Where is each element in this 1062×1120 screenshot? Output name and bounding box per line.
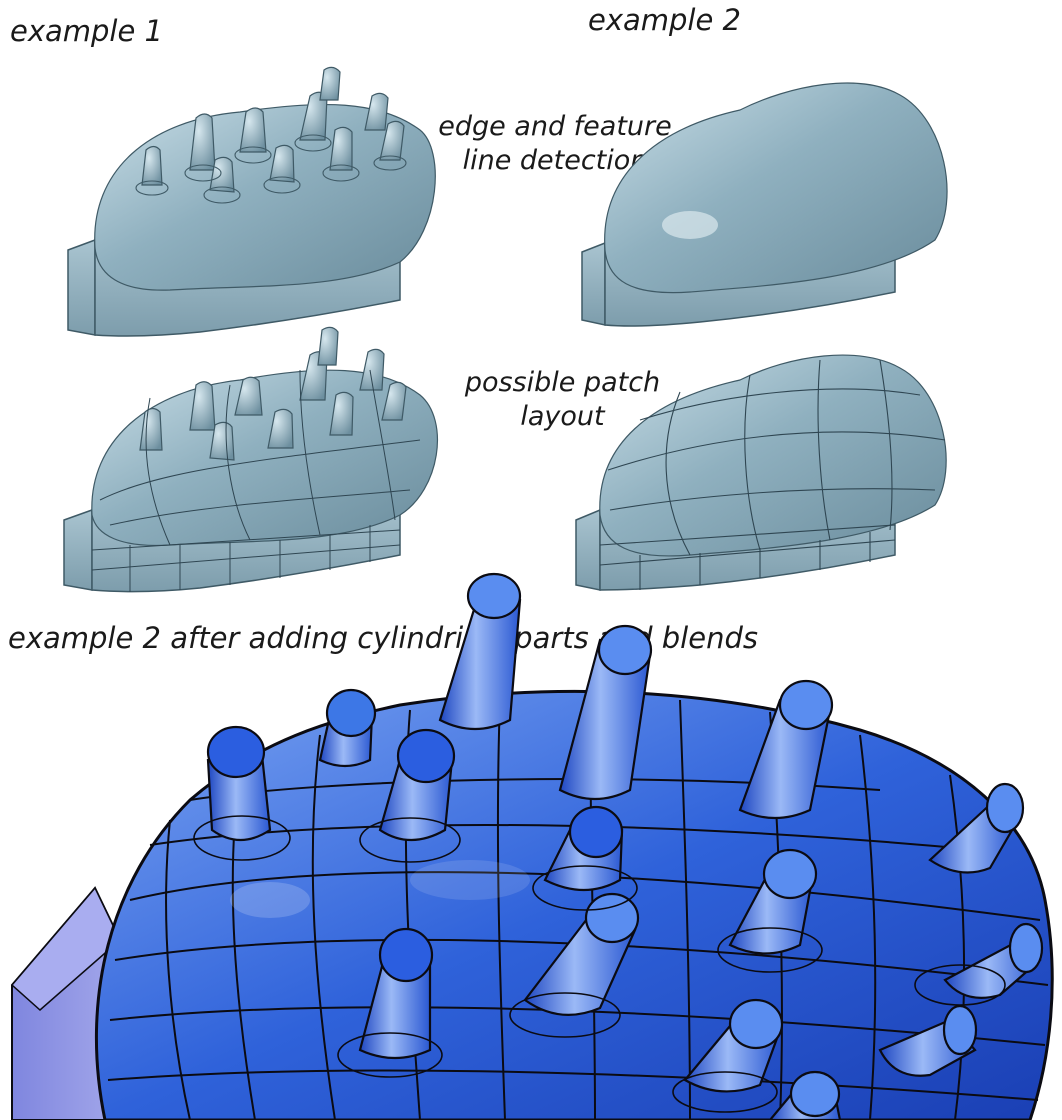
- example-2-patch-model: [575, 354, 947, 591]
- label-example-1: example 1: [10, 14, 164, 48]
- label-patch-layout: possible patch layout: [464, 367, 661, 432]
- example-1-patch-model: [63, 326, 439, 593]
- label-edge-detection: edge and feature line detection: [438, 111, 672, 176]
- example-2-edge-model: [581, 82, 948, 327]
- example-1-edge-model: [67, 66, 436, 337]
- label-example-2: example 2: [588, 3, 742, 37]
- blended-model-closeup: [10, 572, 1054, 1120]
